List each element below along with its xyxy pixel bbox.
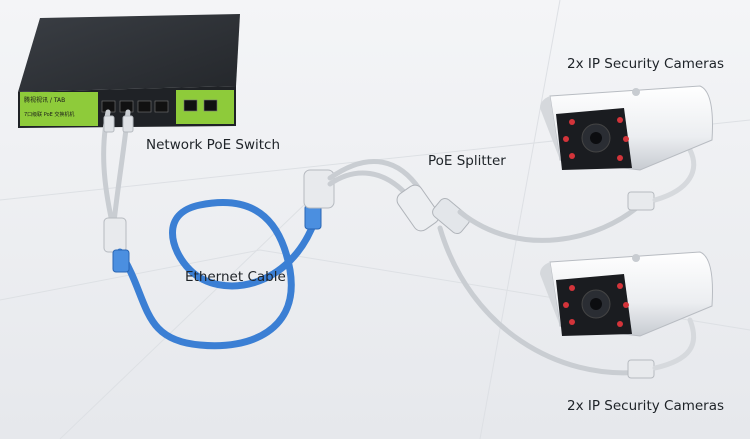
switch-panel-left [20,92,98,126]
rj45-plug [103,115,115,133]
camera-feed-cables [437,147,697,379]
camera-hood [540,262,560,326]
camera-hood [540,96,560,160]
camera-lens-core [590,298,602,310]
switch-port [137,100,152,113]
switch-port [154,100,169,113]
camera-screw [632,254,640,262]
label-cameras-top: 2x IP Security Cameras [567,56,725,72]
label-network-poe-switch: Network PoE Switch [146,137,281,153]
rj45-plug [122,115,134,133]
poe-splitter [396,184,470,235]
ip-camera-top [540,85,713,171]
poe-switch: 腾视视讯 / TAB 7口级联 PoE 交换机机 [18,14,240,128]
label-poe-splitter: PoE Splitter [428,153,506,169]
camera-connector [627,191,655,211]
switch-model: 7口级联 PoE 交换机机 [24,111,74,118]
blue-plug [112,249,130,273]
ir-leds [563,283,629,327]
ir-leds [563,117,629,161]
camera-screw [632,88,640,96]
switch-port [203,99,218,112]
switch-brand: 腾视视讯 / TAB [24,96,65,104]
ip-camera-bottom [540,251,713,337]
splitter-input-cable [303,159,423,209]
switch-port [183,99,198,112]
label-ethernet-cable: Ethernet Cable [185,269,286,285]
ethernet-cable [112,199,322,350]
blue-plug [304,204,322,230]
splitter-branch [432,197,470,235]
switch-top [18,14,240,92]
switch-ports [101,99,218,113]
splitter-coupler [303,169,335,209]
splitter-body [396,184,440,232]
camera-lens-core [590,132,602,144]
camera-connector [627,359,655,379]
cable-coupler [103,217,127,253]
label-cameras-bottom: 2x IP Security Cameras [567,398,725,414]
